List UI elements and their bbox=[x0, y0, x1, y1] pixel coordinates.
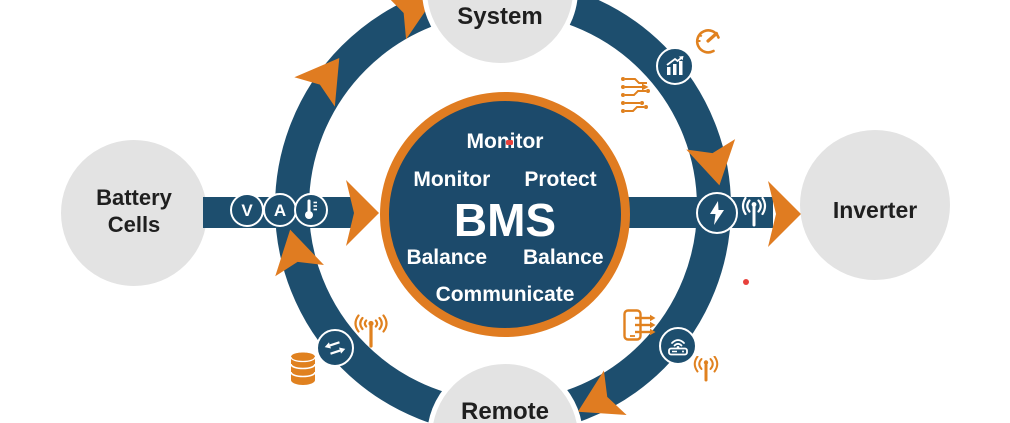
ring-arrow-right-icon bbox=[686, 139, 736, 186]
bms-word-monitor: Monitor bbox=[413, 168, 491, 191]
analytics-circle bbox=[656, 47, 694, 85]
inverter-label: Inverter bbox=[832, 197, 918, 223]
red-mark-monitor bbox=[506, 140, 513, 145]
bms-word-row-balance: Balance Balance bbox=[389, 245, 621, 271]
power-bolt-icon bbox=[710, 201, 724, 225]
bms-word-communicate: Communicate bbox=[435, 283, 575, 306]
wifi-router-icon bbox=[668, 339, 688, 356]
battery-cells-label: Battery Cells bbox=[54, 184, 214, 238]
router-circle bbox=[659, 327, 697, 365]
bms-word-protect: Protect bbox=[524, 168, 597, 191]
bms-title: BMS bbox=[453, 194, 557, 246]
temperature-sensor bbox=[294, 193, 328, 227]
speed-gauge-icon bbox=[695, 29, 720, 54]
ring-arrow-left-icon bbox=[275, 229, 324, 277]
current-letter: A bbox=[273, 200, 287, 220]
bms-word-monitor-top: Monitor bbox=[466, 130, 544, 153]
power-circle bbox=[696, 192, 738, 234]
wireless-signal-icon bbox=[741, 197, 767, 227]
battery-to-bms-arrow-icon bbox=[346, 180, 379, 246]
inverter-node bbox=[795, 125, 955, 285]
smartphone-data-icon bbox=[623, 309, 656, 341]
ring-arrow-top-icon bbox=[384, 0, 434, 40]
bms-circle: Monitor Monitor Protect BMS Balance Bala… bbox=[380, 92, 630, 337]
antenna-bottomleft-icon bbox=[354, 314, 388, 348]
antenna-bottomright-icon bbox=[693, 356, 719, 382]
data-exchange-icon bbox=[324, 341, 346, 355]
bms-word-balance-right: Balance bbox=[523, 246, 604, 269]
bms-word-row-monitor-protect: Monitor Protect bbox=[389, 167, 621, 193]
bms-word-balance-left: Balance bbox=[406, 246, 487, 269]
ring-arrow-upperleft-icon bbox=[294, 57, 340, 107]
thermometer-icon bbox=[305, 199, 317, 219]
bms-to-inverter-arrow-icon bbox=[768, 181, 801, 247]
circuit-data-icon bbox=[621, 77, 650, 113]
database-icon bbox=[290, 352, 316, 385]
analytics-chart-icon bbox=[666, 56, 684, 75]
battery-label-line1: Battery bbox=[96, 185, 172, 210]
exchange-circle bbox=[316, 329, 354, 367]
ring-arrow-bottomright-icon bbox=[577, 370, 627, 416]
battery-label-line2: Cells bbox=[107, 212, 161, 237]
voltage-letter: V bbox=[241, 200, 253, 220]
red-mark-right bbox=[743, 279, 749, 285]
ring-arrows bbox=[275, 0, 736, 416]
system-label: System bbox=[457, 3, 543, 30]
remote-label: Remote bbox=[460, 398, 550, 423]
